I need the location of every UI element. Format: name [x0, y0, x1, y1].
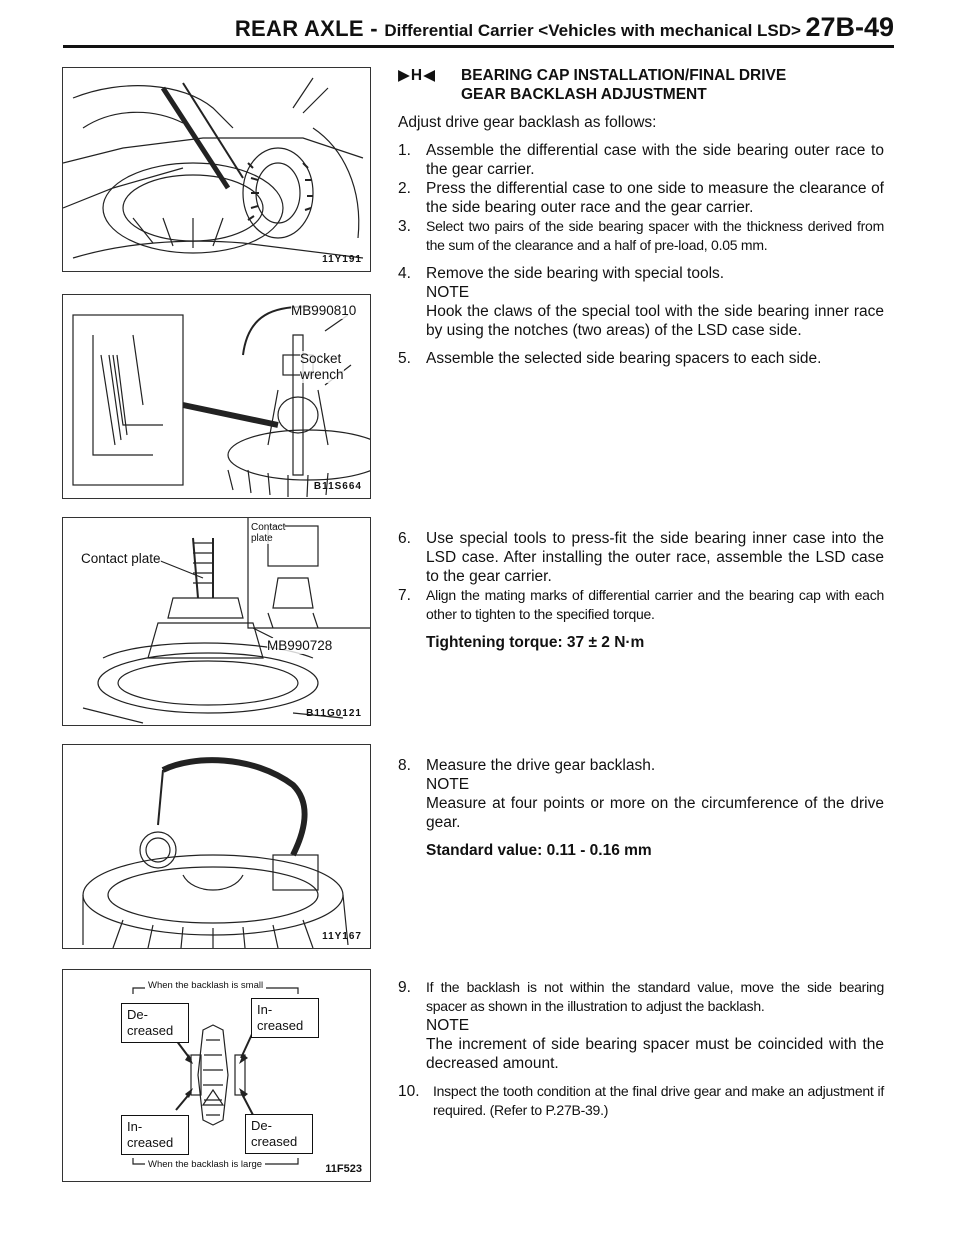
procedure-title-line-1: BEARING CAP INSTALLATION/FINAL DRIVE — [461, 67, 787, 84]
step-number: 2. — [398, 180, 411, 197]
step-number: 1. — [398, 142, 411, 159]
note-heading: NOTE — [426, 284, 470, 301]
header-rule — [63, 45, 894, 48]
figure-code: B11S664 — [313, 481, 362, 492]
figure-3-drawing — [82, 518, 370, 724]
step-text: Measure the drive gear backlash. — [426, 757, 656, 774]
step-3: 3. Select two pairs of the side bearing … — [398, 217, 884, 255]
step-text: Remove the side bearing with special too… — [426, 265, 725, 282]
label-mb990728: MB990728 — [267, 638, 333, 654]
step-8: 8. Measure the drive gear backlash. — [398, 756, 884, 775]
note-step-8: Measure at four points or more on the ci… — [426, 795, 884, 831]
label-contact-plate-inset: Contact plate — [251, 522, 286, 544]
step-text: Press the differential case to one side … — [426, 180, 884, 216]
text-block-procedure-2: 6. Use special tools to press-fit the si… — [398, 529, 884, 652]
text-block-procedure-1: ▶H◀ BEARING CAP INSTALLATION/FINAL DRIVE… — [398, 66, 884, 368]
step-number: 4. — [398, 265, 411, 282]
figure-backlash-dial-gauge: 11Y167 — [62, 744, 371, 949]
procedure-title: ▶H◀ BEARING CAP INSTALLATION/FINAL DRIVE… — [398, 66, 884, 104]
step-number: 5. — [398, 350, 411, 367]
procedure-title-line-2: GEAR BACKLASH ADJUSTMENT — [461, 86, 707, 103]
note-heading: NOTE — [426, 776, 470, 793]
step-text: Use special tools to press-fit the side … — [426, 530, 884, 585]
spec-standard-value: Standard value: 0.11 - 0.16 mm — [426, 842, 652, 859]
label-contact-plate-left: Contact plate — [81, 551, 161, 567]
figure-side-bearing-puller: MB990810 Socket wrench B11S664 — [62, 294, 371, 499]
step-5: 5. Assemble the selected side bearing sp… — [398, 349, 884, 368]
step-number: 8. — [398, 757, 411, 774]
step-text: Align the mating marks of differential c… — [426, 587, 884, 622]
step-4: 4. Remove the side bearing with special … — [398, 264, 884, 283]
procedure-marker: ▶H◀ — [398, 67, 437, 84]
text-block-procedure-3: 8. Measure the drive gear backlash. NOTE… — [398, 756, 884, 860]
note-step-4: Hook the claws of the special tool with … — [426, 303, 884, 339]
box-decreased-bottom: De- creased — [245, 1114, 313, 1154]
step-10: 10. Inspect the tooth condition at the f… — [398, 1082, 884, 1120]
note-heading: NOTE — [426, 1017, 470, 1034]
figure-code: 11F523 — [325, 1163, 362, 1175]
box-increased-top: In- creased — [251, 998, 319, 1038]
box-increased-bottom: In- creased — [121, 1115, 189, 1155]
figure-spacer-adjustment-diagram: When the backlash is small When the back… — [62, 969, 371, 1182]
figure-1-drawing — [63, 77, 364, 259]
step-2: 2. Press the differential case to one si… — [398, 179, 884, 217]
step-1: 1. Assemble the differential case with t… — [398, 141, 884, 179]
step-text: If the backlash is not within the standa… — [426, 979, 884, 1014]
spec-tightening-torque: Tightening torque: 37 ± 2 N·m — [426, 634, 645, 651]
step-text: Inspect the tooth condition at the final… — [433, 1083, 884, 1118]
section-title: REAR AXLE - — [234, 16, 385, 41]
figure-4-drawing — [82, 757, 349, 948]
note-step-9: The increment of side bearing spacer mus… — [426, 1036, 884, 1072]
figure-2-drawing — [72, 305, 370, 498]
figure-code: 11Y167 — [322, 931, 362, 942]
text-block-procedure-4: 9. If the backlash is not within the sta… — [398, 978, 884, 1120]
figure-code: 11Y191 — [322, 254, 362, 265]
step-number: 9. — [398, 979, 411, 996]
box-decreased-top: De- creased — [121, 1003, 189, 1043]
figure-bearing-press-fit: Contact plate Contact plate MB990728 B11… — [62, 517, 371, 726]
step-number: 10. — [398, 1083, 420, 1100]
step-7: 7. Align the mating marks of differentia… — [398, 586, 884, 624]
caption-backlash-large: When the backlash is large — [145, 1159, 266, 1170]
label-mb990810: MB990810 — [291, 303, 357, 319]
step-number: 3. — [398, 218, 411, 235]
page-number: 27B-49 — [805, 12, 894, 42]
step-number: 7. — [398, 587, 411, 604]
step-text: Assemble the differential case with the … — [426, 142, 884, 178]
step-6: 6. Use special tools to press-fit the si… — [398, 529, 884, 586]
step-text: Assemble the selected side bearing space… — [426, 350, 822, 367]
figure-gear-carrier-tool: 11Y191 — [62, 67, 371, 272]
subsection-title: Differential Carrier <Vehicles with mech… — [384, 21, 801, 40]
label-socket-wrench: Socket wrench — [300, 351, 344, 383]
caption-backlash-small: When the backlash is small — [145, 980, 267, 991]
intro-text: Adjust drive gear backlash as follows: — [398, 114, 657, 131]
figure-code: B11G0121 — [306, 708, 362, 719]
step-9: 9. If the backlash is not within the sta… — [398, 978, 884, 1016]
step-number: 6. — [398, 530, 411, 547]
figure-5-drawing — [132, 987, 299, 1165]
page-header: REAR AXLE - Differential Carrier <Vehicl… — [235, 12, 894, 43]
step-text: Select two pairs of the side bearing spa… — [426, 218, 884, 253]
